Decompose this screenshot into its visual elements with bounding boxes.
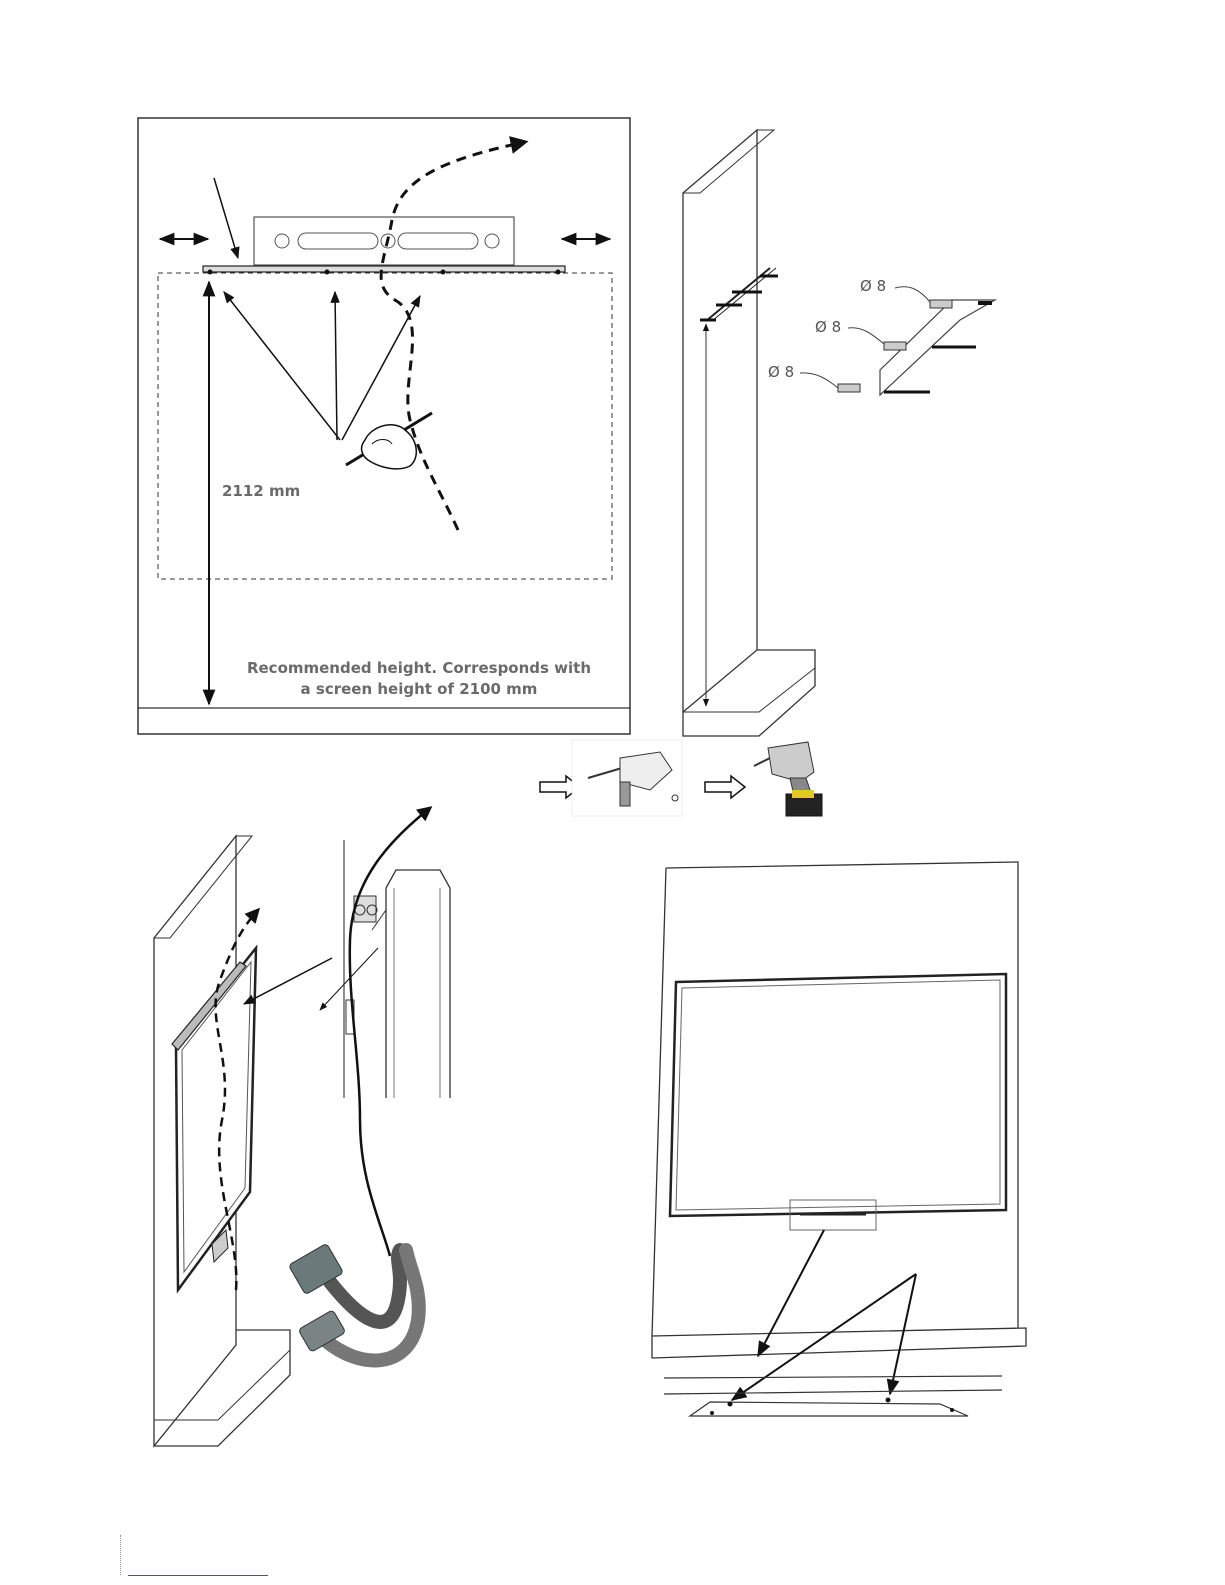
anchor-size-label-2: Ø 8 xyxy=(815,318,841,336)
board-underside-detail xyxy=(664,1376,1002,1416)
panel-anchor-drilling: Ø 8 Ø 8 Ø 8 xyxy=(683,130,995,736)
drill-sequence xyxy=(540,740,822,816)
mark-arrow-left xyxy=(224,292,340,440)
footer-link-rule xyxy=(128,1575,268,1576)
mark-arrow-center xyxy=(335,292,337,440)
wall-bracket-side xyxy=(700,268,778,321)
height-note-line2: a screen height of 2100 mm xyxy=(301,680,538,698)
panel-mounted-board xyxy=(652,862,1026,1416)
anchor-size-label-3: Ø 8 xyxy=(768,363,794,381)
cordless-drill-icon xyxy=(754,742,822,816)
dashed-curve-arrow xyxy=(381,142,525,530)
mounted-whiteboard xyxy=(670,974,1006,1216)
vga-hdmi-cable-icon xyxy=(288,1243,418,1360)
wall-slab xyxy=(683,130,815,736)
shelf xyxy=(652,1328,1026,1358)
panel-hang-board xyxy=(154,808,450,1446)
panel-level-bracket: 2112 mm Recommended height. Corresponds … xyxy=(138,118,630,734)
anchor-size-label-1: Ø 8 xyxy=(860,277,886,295)
page-margin-mark xyxy=(120,1535,121,1575)
detail-pointer-arrow xyxy=(244,958,332,1004)
whiteboard-perspective xyxy=(172,948,256,1290)
pen-hand-icon xyxy=(346,413,432,469)
dimension-label: 2112 mm xyxy=(222,482,300,500)
anchor-detail: Ø 8 Ø 8 Ø 8 xyxy=(768,277,995,395)
pointer-arrow xyxy=(214,178,238,258)
bracket-cross-section xyxy=(320,840,450,1098)
hollow-arrow-icon-2 xyxy=(705,776,745,798)
height-note-line1: Recommended height. Corresponds with xyxy=(247,659,591,677)
cable-route-arrow xyxy=(350,808,430,1256)
